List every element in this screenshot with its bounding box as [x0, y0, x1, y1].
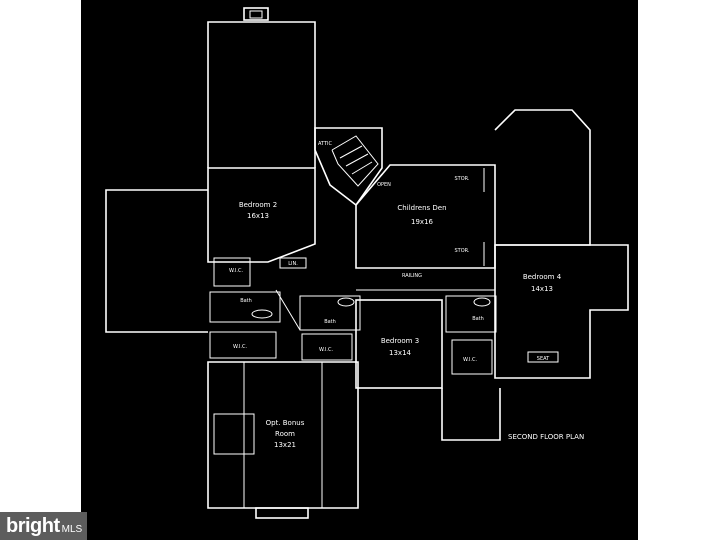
- stair-tread: [351, 161, 373, 175]
- stair-tread: [345, 153, 369, 167]
- label-railing: RAILING: [402, 273, 422, 279]
- bedroom-3-outline: [355, 299, 443, 389]
- garage-roof-block: [105, 189, 208, 333]
- label-wic: W.I.C.: [463, 357, 478, 363]
- room-name: Childrens Den: [397, 204, 446, 212]
- bath-2: [299, 295, 361, 331]
- porch-roof: [441, 388, 501, 441]
- bath-1: [209, 291, 281, 323]
- room-name: Bedroom 4: [523, 273, 562, 281]
- label-attic: ATTIC: [318, 141, 333, 147]
- wic-3: [301, 333, 353, 361]
- watermark-brand: bright: [6, 514, 60, 537]
- stair-treads: [331, 135, 379, 187]
- brightmls-watermark: bright MLS: [0, 512, 87, 540]
- wic-4: [451, 339, 493, 375]
- label-bath: Bath: [472, 316, 484, 322]
- bath-1-sink: [251, 309, 273, 319]
- room-name: Bedroom 3: [381, 337, 419, 345]
- room-dims: 14x13: [531, 285, 553, 293]
- stair-tread: [339, 145, 363, 159]
- wic-1: [213, 257, 251, 287]
- wic-2: [209, 331, 277, 359]
- hall-line: [275, 289, 301, 331]
- plan-title: SECOND FLOOR PLAN: [508, 433, 584, 441]
- room-dims: 19x16: [411, 218, 434, 226]
- chimney: [243, 7, 269, 21]
- label-bath: Bath: [240, 298, 252, 304]
- floor-plan-frame: [81, 0, 638, 540]
- bath-3: [445, 295, 497, 333]
- label-linen: LIN.: [288, 261, 298, 267]
- bay-window-block: [494, 109, 591, 246]
- stair-well: [314, 127, 383, 207]
- linen-closet: [279, 257, 307, 269]
- label-storage: STOR.: [454, 248, 469, 254]
- bonus-room-outline: [207, 361, 359, 509]
- label-bath: Bath: [324, 319, 336, 325]
- label-wic: W.I.C.: [233, 344, 248, 350]
- bedroom-4-outline: [494, 244, 629, 379]
- label-storage: STOR.: [454, 176, 469, 182]
- label-wic: W.I.C.: [319, 347, 334, 353]
- bonus-bay: [255, 507, 309, 519]
- room-name-line-2: Room: [275, 430, 295, 438]
- window-seat: [527, 351, 559, 363]
- bedroom-2-outline: [207, 167, 316, 263]
- chimney-flue: [249, 10, 263, 19]
- label-open: OPEN: [377, 182, 391, 188]
- bonus-dormer: [213, 413, 255, 455]
- room-dims: 16x13: [247, 212, 269, 220]
- label-wic: W.I.C.: [229, 268, 244, 274]
- room-dims: 13x14: [389, 349, 412, 357]
- watermark-suffix: MLS: [61, 523, 83, 535]
- bath-2-sink: [337, 297, 355, 307]
- room-name: Opt. Bonus: [266, 419, 305, 427]
- room-name: Bedroom 2: [239, 201, 277, 209]
- attic-block: [207, 21, 316, 168]
- room-dims: 13x21: [274, 441, 296, 449]
- bath-3-sink: [473, 297, 491, 307]
- label-seat: SEAT: [537, 356, 550, 362]
- childrens-den-outline: [355, 164, 496, 269]
